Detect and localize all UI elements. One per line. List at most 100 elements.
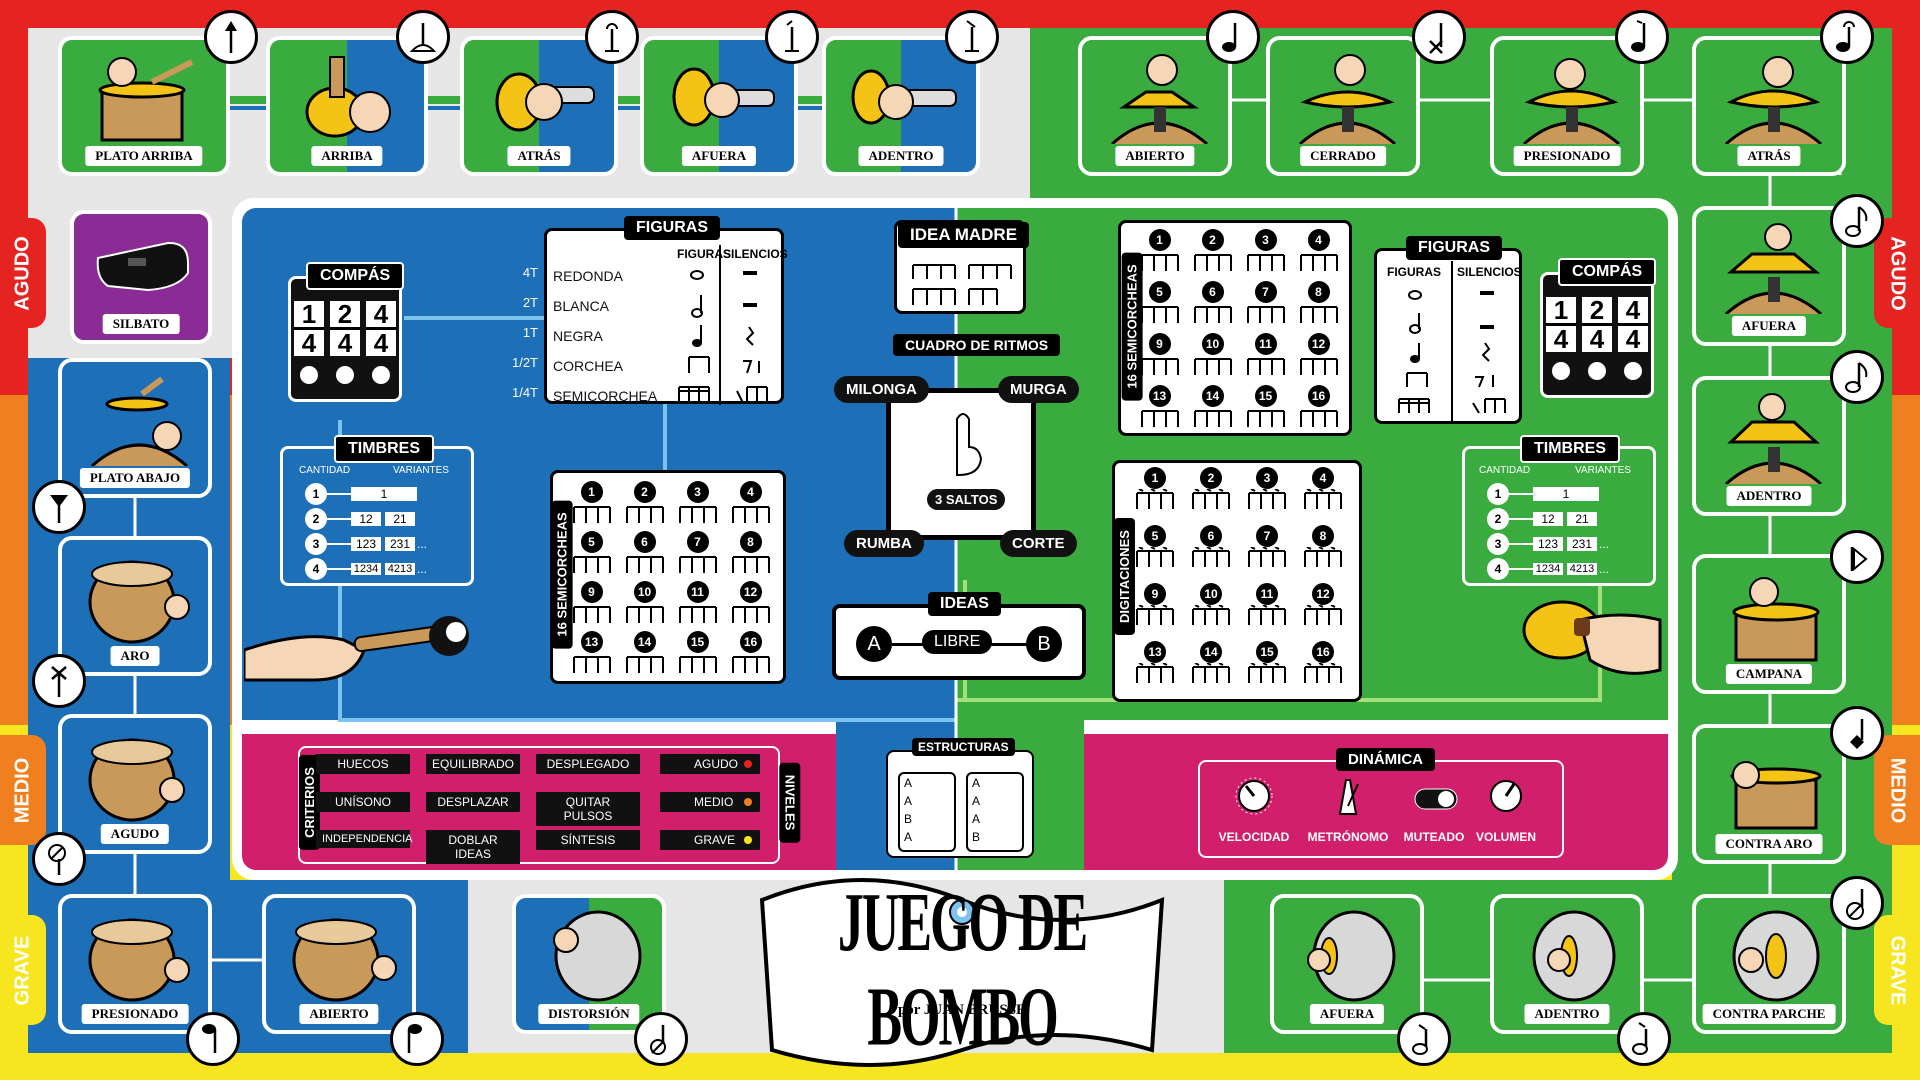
tile-adentro-top[interactable]: ADENTRO	[822, 36, 980, 176]
tile-adentro-bottom[interactable]: ADENTRO	[1490, 894, 1644, 1034]
rhythm-cell[interactable]: 8	[1292, 281, 1345, 333]
nivel-agudo[interactable]: AGUDO	[660, 754, 760, 774]
rhythm-cell[interactable]: 2	[1186, 229, 1239, 281]
criterio-unisono[interactable]: UNÍSONO	[316, 792, 410, 812]
rhythm-cell[interactable]: 13	[1127, 641, 1183, 699]
rhythm-cell[interactable]: 15	[1239, 385, 1292, 437]
rhythm-cell[interactable]: 4	[1295, 467, 1351, 525]
rhythm-cell[interactable]: 11	[671, 581, 724, 631]
criterio-doblar-ideas[interactable]: DOBLAR IDEAS	[426, 830, 520, 864]
rhythm-cell[interactable]: 13	[565, 631, 618, 681]
tile-contra-parche[interactable]: CONTRA PARCHE	[1692, 894, 1846, 1034]
rhythm-cell[interactable]: 2	[618, 481, 671, 531]
rhythm-cell[interactable]: 5	[1127, 525, 1183, 583]
rhythm-cell[interactable]: 13	[1133, 385, 1186, 437]
tile-atras-top[interactable]: ATRÁS	[460, 36, 618, 176]
rhythm-cell[interactable]: 15	[671, 631, 724, 681]
tile-contra-aro[interactable]: CONTRA ARO	[1692, 724, 1846, 864]
nivel-medio[interactable]: MEDIO	[660, 792, 760, 812]
compas-dot[interactable]	[300, 366, 318, 384]
nivel-grave[interactable]: GRAVE	[660, 830, 760, 850]
rhythm-cell-number: 11	[686, 581, 709, 603]
rhythm-cell[interactable]: 12	[724, 581, 777, 631]
tile-afuera-top[interactable]: AFUERA	[640, 36, 798, 176]
rhythm-cell[interactable]: 16	[1292, 385, 1345, 437]
tile-atras-hihat[interactable]: ATRÁS	[1692, 36, 1846, 176]
compas-dot[interactable]	[372, 366, 390, 384]
rhythm-rumba[interactable]: RUMBA	[844, 530, 924, 557]
rhythm-cell[interactable]: 10	[1183, 583, 1239, 641]
tile-arriba[interactable]: ARRIBA	[266, 36, 428, 176]
tile-silbato[interactable]: SILBATO	[70, 210, 212, 344]
criterio-quitar-pulsos[interactable]: QUITAR PULSOS	[536, 792, 640, 826]
rhythm-cell[interactable]: 7	[1239, 525, 1295, 583]
compas-dot[interactable]	[336, 366, 354, 384]
tile-campana[interactable]: CAMPANA	[1692, 554, 1846, 694]
velocidad-dial-icon[interactable]	[1234, 776, 1274, 816]
rhythm-cell[interactable]: 4	[724, 481, 777, 531]
rhythm-cell[interactable]: 16	[1295, 641, 1351, 699]
tile-afuera-bottom[interactable]: AFUERA	[1270, 894, 1424, 1034]
rhythm-milonga[interactable]: MILONGA	[834, 376, 929, 403]
rhythm-cell[interactable]: 3	[1239, 229, 1292, 281]
rhythm-cell[interactable]: 6	[618, 531, 671, 581]
tile-presionado-bottom[interactable]: PRESIONADO	[58, 894, 212, 1034]
rhythm-cell[interactable]: 6	[1183, 525, 1239, 583]
rhythm-cell[interactable]: 5	[565, 531, 618, 581]
rhythm-cell[interactable]: 14	[618, 631, 671, 681]
idea-libre[interactable]: LIBRE	[922, 630, 993, 654]
rhythm-corte[interactable]: CORTE	[1000, 530, 1077, 557]
rhythm-cell[interactable]: 8	[724, 531, 777, 581]
rhythm-cell[interactable]: 14	[1183, 641, 1239, 699]
compas-dot[interactable]	[1588, 362, 1606, 380]
rhythm-cell[interactable]: 10	[618, 581, 671, 631]
rhythm-cell[interactable]: 11	[1239, 333, 1292, 385]
criterio-desplegado[interactable]: DESPLEGADO	[536, 754, 640, 774]
rhythm-murga[interactable]: MURGA	[998, 376, 1079, 403]
tile-abierto-bombo[interactable]: ABIERTO	[262, 894, 416, 1034]
rhythm-cell[interactable]: 7	[671, 531, 724, 581]
metronome-icon[interactable]	[1330, 776, 1366, 816]
tile-plato-abajo[interactable]: PLATO ABAJO	[58, 358, 212, 498]
criterio-independencia[interactable]: INDEPENDENCIA	[316, 830, 412, 848]
rhythm-cell[interactable]: 9	[1127, 583, 1183, 641]
criterio-equilibrado[interactable]: EQUILIBRADO	[426, 754, 520, 774]
tile-afuera-right[interactable]: AFUERA	[1692, 206, 1846, 346]
idea-a[interactable]: A	[856, 626, 892, 662]
tile-presionado-top[interactable]: PRESIONADO	[1490, 36, 1644, 176]
rhythm-cell[interactable]: 12	[1292, 333, 1345, 385]
idea-b[interactable]: B	[1026, 626, 1062, 662]
compas-dot[interactable]	[1552, 362, 1570, 380]
mute-toggle-icon[interactable]	[1414, 788, 1458, 810]
rhythm-cell[interactable]: 12	[1295, 583, 1351, 641]
tile-adentro-right[interactable]: ADENTRO	[1692, 376, 1846, 516]
tile-plato-arriba[interactable]: PLATO ARRIBA	[58, 36, 230, 176]
tile-abierto-hihat[interactable]: ABIERTO	[1078, 36, 1232, 176]
rhythm-cell[interactable]: 1	[1127, 467, 1183, 525]
rhythm-cell[interactable]: 2	[1183, 467, 1239, 525]
tile-aro[interactable]: ARO	[58, 536, 212, 676]
tile-agudo[interactable]: AGUDO	[58, 714, 212, 854]
rhythm-cell[interactable]: 6	[1186, 281, 1239, 333]
criterio-sintesis[interactable]: SÍNTESIS	[536, 830, 640, 850]
criterio-desplazar[interactable]: DESPLAZAR	[426, 792, 520, 812]
rhythm-cell[interactable]: 11	[1239, 583, 1295, 641]
rhythm-cell[interactable]: 15	[1239, 641, 1295, 699]
rhythm-cell[interactable]: 7	[1239, 281, 1292, 333]
rhythm-cell[interactable]: 4	[1292, 229, 1345, 281]
rhythm-cell[interactable]: 9	[565, 581, 618, 631]
rhythm-cell[interactable]: 16	[724, 631, 777, 681]
rhythm-cell[interactable]: 1	[565, 481, 618, 531]
rhythm-cell[interactable]: 8	[1295, 525, 1351, 583]
rhythm-cell[interactable]: 10	[1186, 333, 1239, 385]
compas-dot[interactable]	[1624, 362, 1642, 380]
criterio-huecos[interactable]: HUECOS	[316, 754, 410, 774]
tile-cerrado[interactable]: CERRADO	[1266, 36, 1420, 176]
rhythm-cell[interactable]: 3	[671, 481, 724, 531]
tile-distorsion[interactable]: DISTORSIÓN	[512, 894, 666, 1034]
rhythm-cell[interactable]: 14	[1186, 385, 1239, 437]
rhythm-cell[interactable]: 3	[1239, 467, 1295, 525]
volumen-dial-icon[interactable]	[1486, 776, 1526, 816]
